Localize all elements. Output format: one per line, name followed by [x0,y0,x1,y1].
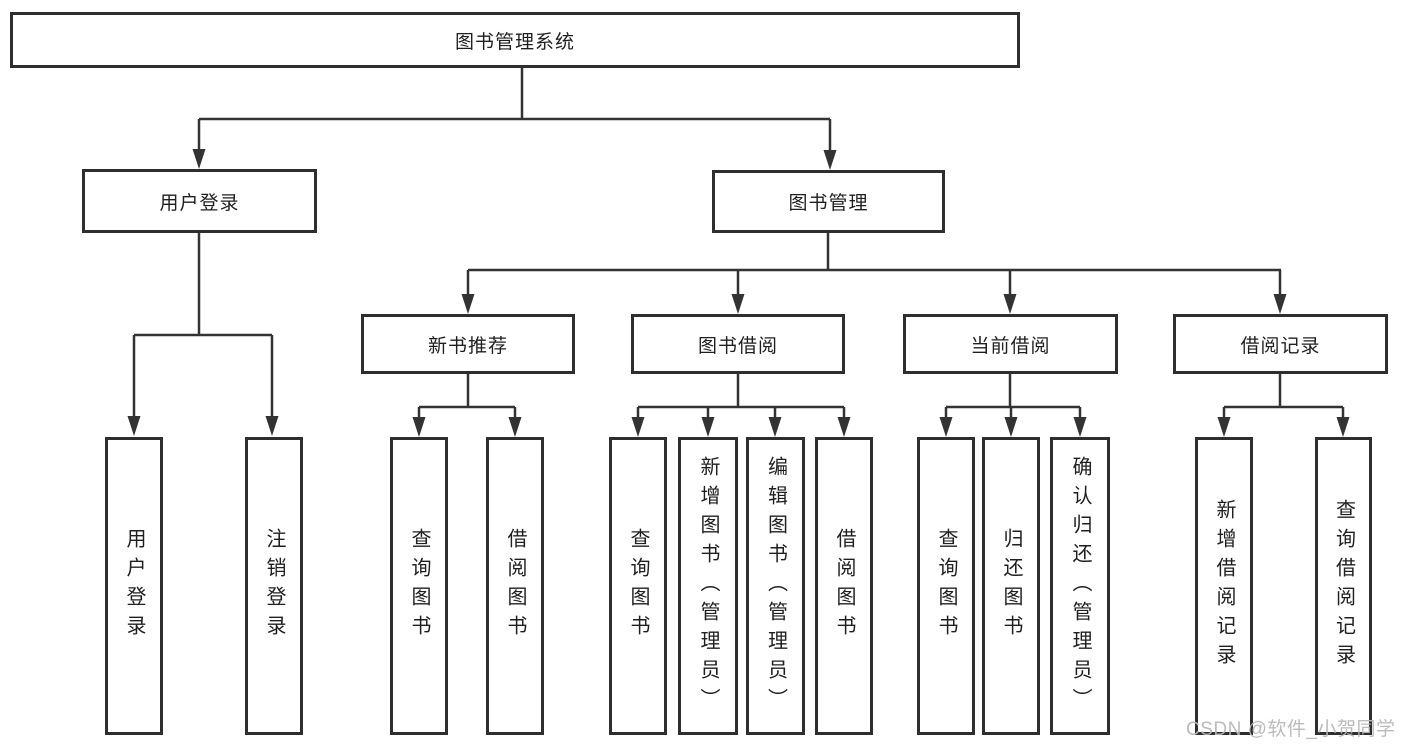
arrowhead [1217,417,1231,437]
node-user-login: 用户登录 [82,169,317,233]
arrowhead [731,294,745,314]
arrowhead [823,150,837,170]
leaf-label: 新增借阅记录 [1213,499,1235,673]
leaf-label: 查询借阅记录 [1332,499,1355,673]
arrowhead [192,149,206,169]
node-label: 图书借阅 [697,335,778,357]
node-label: 借阅记录 [1240,335,1321,357]
node-label: 图书管理系统 [454,31,575,53]
node-label: 图书管理 [788,193,869,214]
node-label: 新书推荐 [427,335,508,357]
node-book-borrowing: 图书借阅 [631,314,845,374]
leaf-edit-book-admin: 编辑图书（管理员） [746,437,805,735]
leaf-logout: 注销登录 [245,437,303,735]
leaf-borrow-books: 借阅图书 [815,437,873,735]
arrowhead [631,417,645,437]
connector-userlogin-branch [134,233,272,337]
node-library-management-system: 图书管理系统 [10,12,1020,68]
node-borrowing-records: 借阅记录 [1173,314,1388,374]
leaf-label: 查询图书 [935,528,957,644]
leaf-add-book-admin: 新增图书（管理员） [678,437,738,735]
leaf-query-borrow-record: 查询借阅记录 [1315,437,1372,735]
arrowhead [1073,417,1087,437]
csdn-watermark: CSDN @软件_小贺同学 [1186,719,1396,740]
connector-currentborrow-leaves [946,374,1080,409]
leaf-label: 确认归还（管理员） [1069,455,1091,717]
leaf-query-books-current: 查询图书 [917,437,975,735]
arrowhead [127,416,141,436]
leaf-confirm-return-admin: 确认归还（管理员） [1050,437,1110,735]
leaf-query-books-recommend: 查询图书 [390,437,448,735]
leaf-borrow-books-recommend: 借阅图书 [486,437,544,735]
leaf-label: 借阅图书 [504,528,526,644]
node-book-management: 图书管理 [712,170,945,233]
arrowhead [412,417,426,437]
leaf-label: 编辑图书（管理员） [764,455,787,717]
arrowhead [508,417,522,437]
leaf-label: 查询图书 [408,528,430,644]
arrowhead [768,417,782,437]
arrowhead [265,416,279,436]
connector-bookmgmt-branch [468,233,1281,272]
arrowhead [837,417,851,437]
node-label: 用户登录 [159,192,240,214]
connector-bookborrow-leaves [638,374,844,409]
leaf-label: 用户登录 [123,528,145,644]
node-new-book-recommendation: 新书推荐 [361,314,575,374]
leaf-label: 注销登录 [263,528,285,644]
connector-borrowrecord-leaves [1224,374,1343,409]
arrowhead [701,417,715,437]
leaf-query-books-borrow: 查询图书 [609,437,667,735]
leaf-add-borrow-record: 新增借阅记录 [1195,437,1253,735]
leaf-label: 归还图书 [1000,528,1022,644]
leaf-label: 借阅图书 [833,528,855,644]
arrowhead [1003,294,1017,314]
leaf-user-login: 用户登录 [105,437,163,735]
connector-root-to-level2 [199,66,830,121]
connector-newbook-leaves [419,374,515,409]
arrowhead [939,417,953,437]
arrowhead [461,294,475,314]
leaf-label: 查询图书 [627,528,649,644]
arrowhead [1004,417,1018,437]
leaf-return-books: 归还图书 [982,437,1040,735]
arrowhead [1273,294,1287,314]
arrowhead [1336,417,1350,437]
node-label: 当前借阅 [970,335,1051,357]
node-current-borrowing: 当前借阅 [903,314,1118,374]
leaf-label: 新增图书（管理员） [697,455,719,717]
